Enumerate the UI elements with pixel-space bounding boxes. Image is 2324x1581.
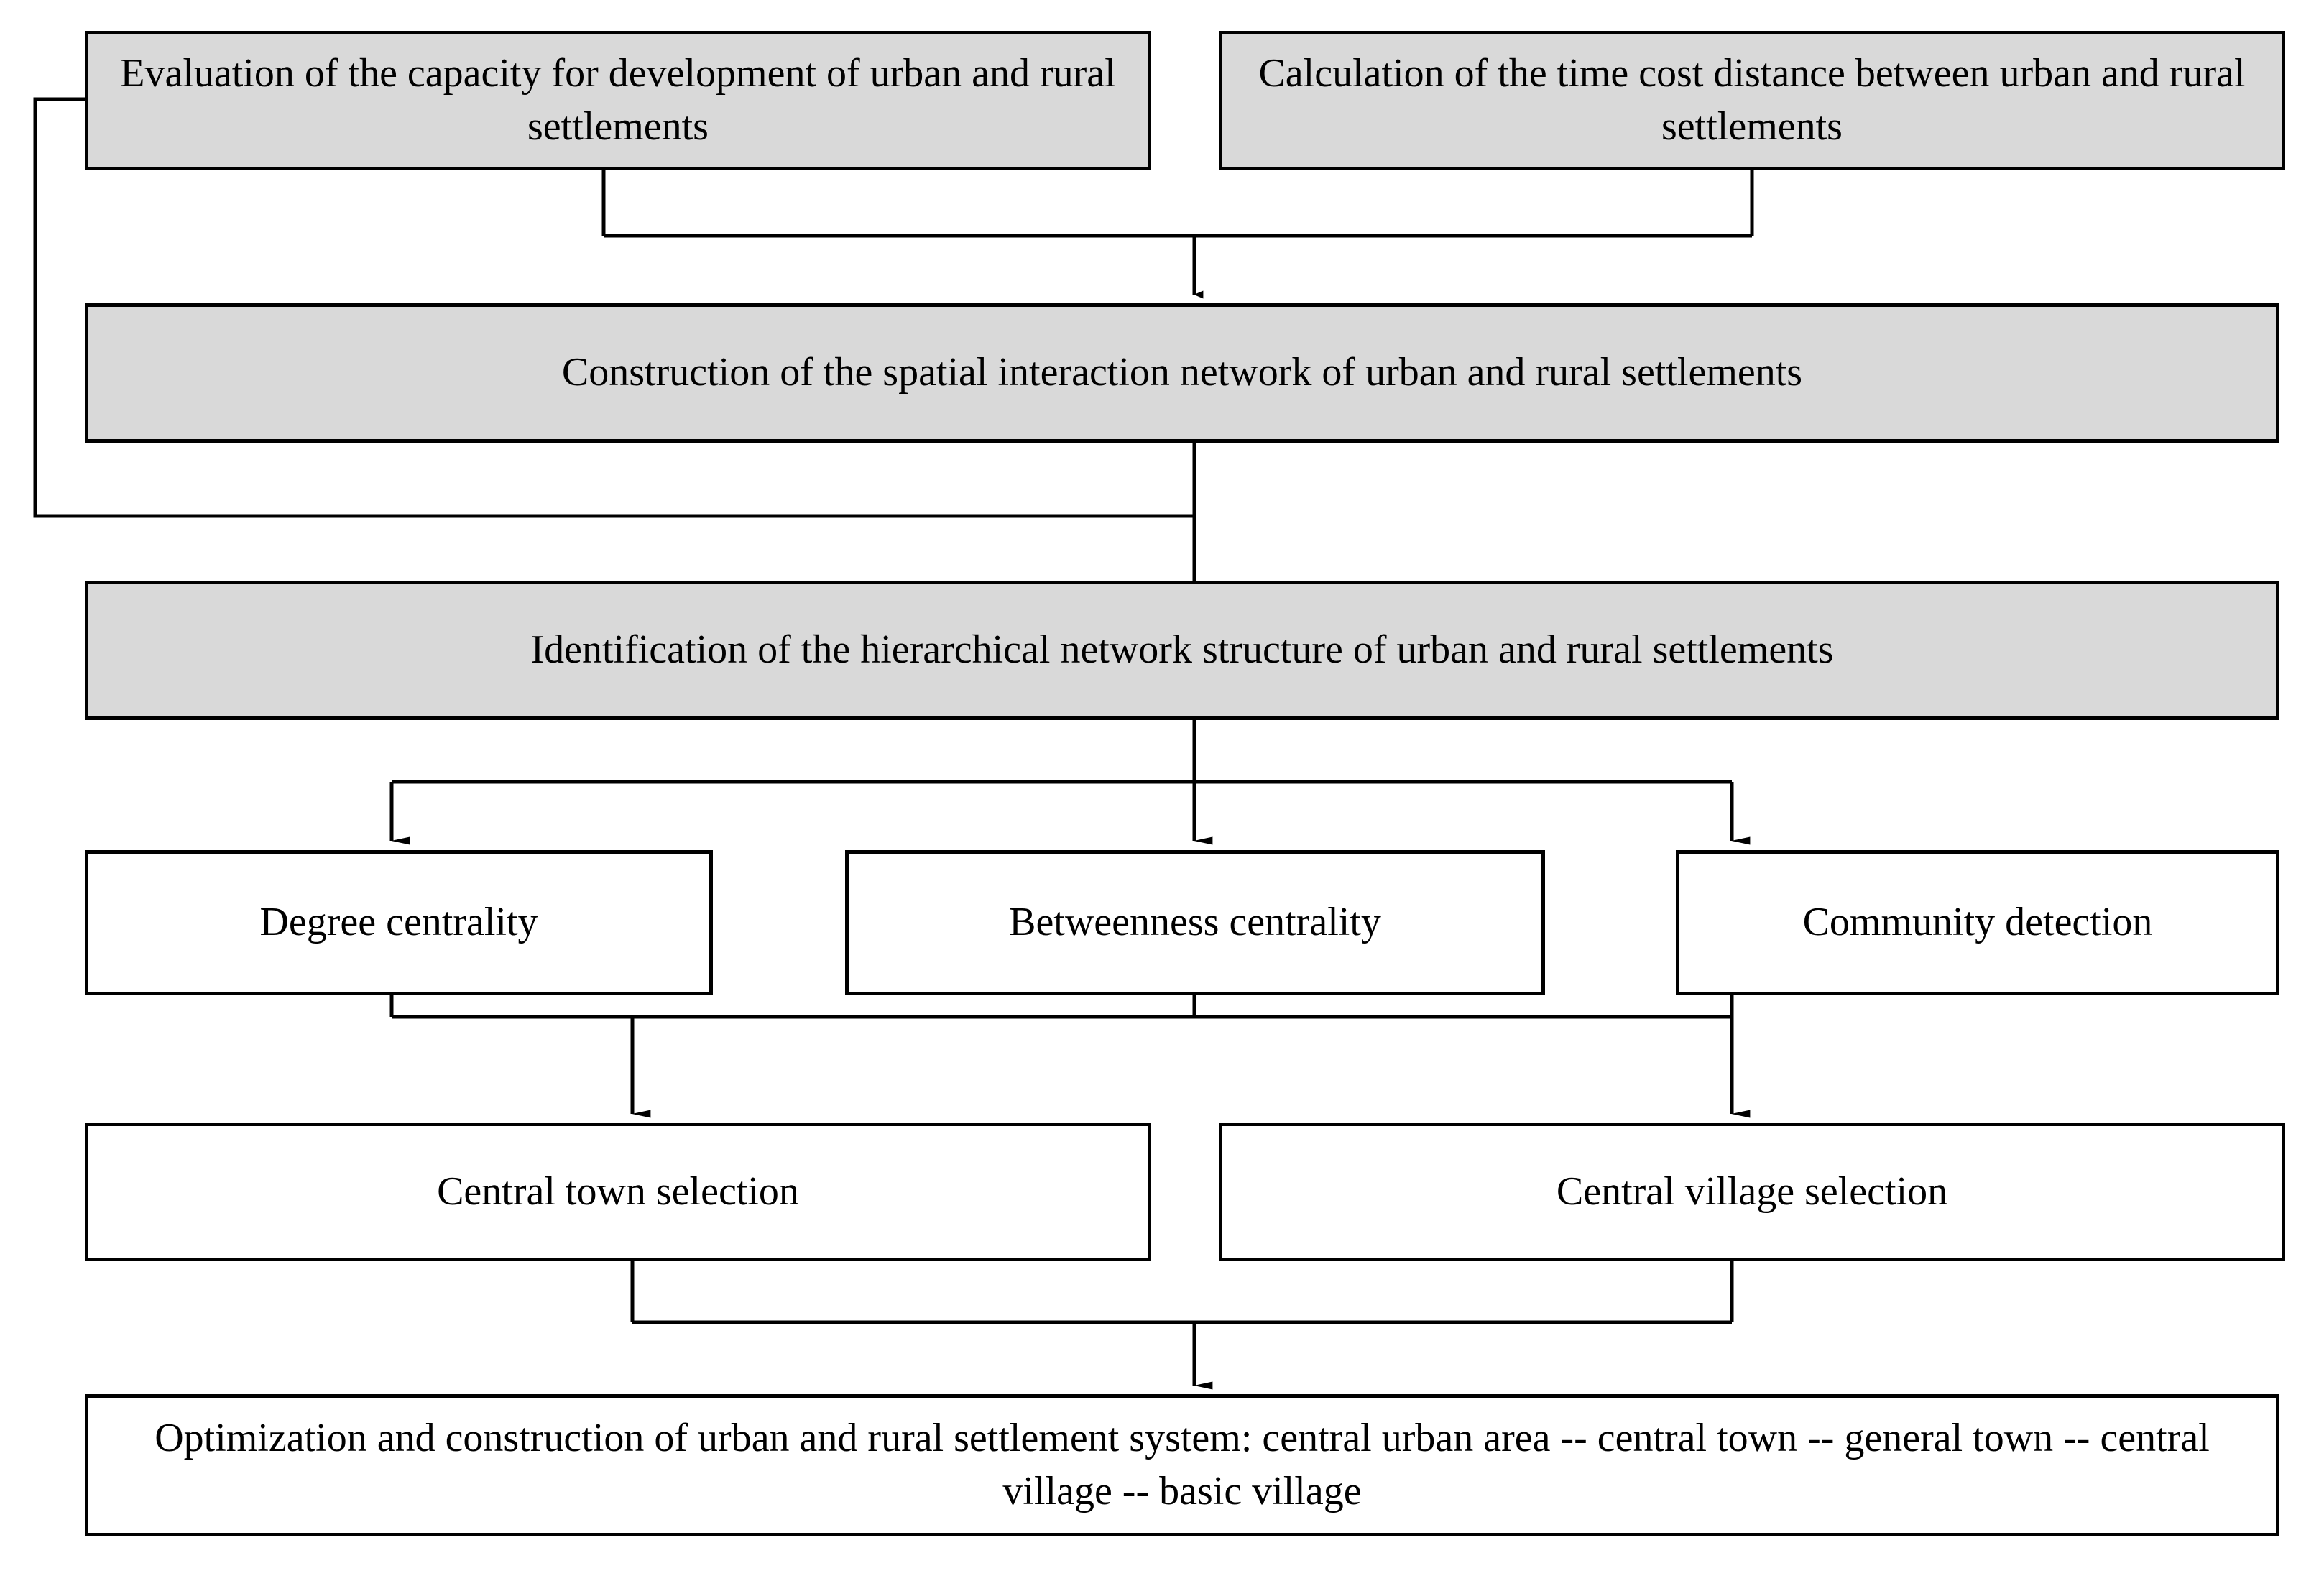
node-betweenness-centrality[interactable]: Betweenness centrality	[845, 850, 1545, 995]
node-label: Calculation of the time cost distance be…	[1258, 51, 2246, 149]
node-central-village-selection[interactable]: Central village selection	[1219, 1123, 2285, 1261]
node-evaluation-capacity[interactable]: Evaluation of the capacity for developme…	[85, 31, 1151, 170]
node-degree-centrality[interactable]: Degree centrality	[85, 850, 713, 995]
node-label: Degree centrality	[259, 900, 538, 945]
node-label: Central village selection	[1556, 1169, 1948, 1214]
node-label: Construction of the spatial interaction …	[561, 350, 1803, 395]
node-label: Central town selection	[437, 1169, 799, 1214]
node-community-detection[interactable]: Community detection	[1676, 850, 2279, 995]
node-label: Betweenness centrality	[1009, 900, 1381, 945]
node-label: Community detection	[1802, 900, 2153, 945]
node-time-cost-distance[interactable]: Calculation of the time cost distance be…	[1219, 31, 2285, 170]
node-spatial-interaction-network[interactable]: Construction of the spatial interaction …	[85, 303, 2279, 443]
node-label: Evaluation of the capacity for developme…	[120, 51, 1116, 149]
node-label: Identification of the hierarchical netwo…	[530, 627, 1834, 673]
node-optimization-construction[interactable]: Optimization and construction of urban a…	[85, 1394, 2279, 1536]
node-central-town-selection[interactable]: Central town selection	[85, 1123, 1151, 1261]
node-hierarchical-network-structure[interactable]: Identification of the hierarchical netwo…	[85, 581, 2279, 720]
node-label: Optimization and construction of urban a…	[155, 1416, 2210, 1513]
